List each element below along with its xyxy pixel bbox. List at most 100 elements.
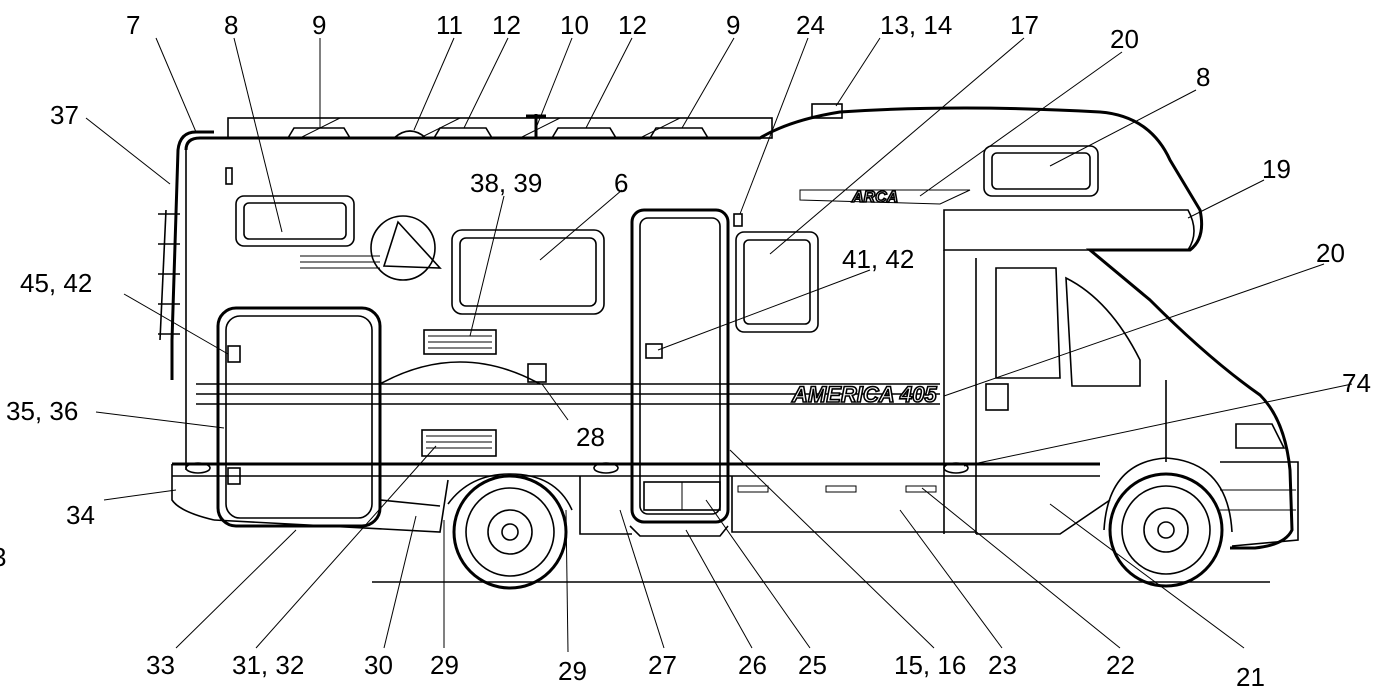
callout-13-14: 13, 14: [880, 10, 952, 40]
callout-23: 23: [988, 650, 1017, 680]
headlight: [1235, 423, 1286, 449]
america-decal: AMERICA 405: [791, 382, 937, 407]
roof-chimney: [811, 103, 843, 119]
callout-15-16: 15, 16: [894, 650, 966, 680]
rear-hub: [487, 509, 533, 555]
callout-19: 19: [1262, 154, 1291, 184]
rear-wheel: [452, 474, 568, 590]
callout-labels: 7 8 9 11 12 10 12 9 24 13, 14 17 20 8 37…: [0, 10, 1371, 690]
front-hub: [1143, 507, 1189, 553]
callout-12-rear-skylight: 12: [492, 10, 521, 40]
rear-window: [235, 195, 355, 247]
callout-11: 11: [436, 10, 463, 40]
callout-74: 74: [1342, 368, 1371, 398]
rear-bumper: [171, 464, 215, 521]
front-marker: [943, 462, 969, 474]
rack-strut: [519, 117, 561, 139]
front-wheel-arch: [1103, 457, 1233, 533]
skirt-vent-rear: [737, 485, 769, 493]
mid-skirt: [731, 476, 976, 533]
callout-33: 33: [146, 650, 175, 680]
lower-vent: [421, 429, 497, 457]
cab-handle: [985, 383, 1009, 411]
callout-27: 27: [648, 650, 677, 680]
body-outline: [184, 106, 1294, 550]
front-bumper: [1220, 461, 1299, 547]
callout-29-arch: 29: [430, 650, 459, 680]
callout-7: 7: [126, 10, 140, 40]
callout-8-overcab-window: 8: [1196, 62, 1210, 92]
ladder-rail: [159, 209, 167, 341]
cab-door-window: [995, 267, 1061, 379]
stripe-wave: [379, 361, 541, 385]
rear-locker-inner: [225, 315, 373, 519]
front-hub-center: [1157, 521, 1175, 539]
logo: [370, 215, 436, 281]
door-lock: [645, 343, 663, 359]
callout-8-rear-window: 8: [224, 10, 238, 40]
rear-ladder: [170, 130, 214, 380]
callout-22: 22: [1106, 650, 1135, 680]
rear-hub-center: [501, 523, 519, 541]
callout-20-arca: 20: [1110, 24, 1139, 54]
skirt-vent-mid: [825, 485, 857, 493]
roof-skylight-rear: [432, 127, 494, 139]
rear-skirt: [379, 499, 441, 507]
door-light: [733, 213, 743, 227]
skirt-vent: [905, 485, 937, 493]
callout-9-rear-vent: 9: [312, 10, 326, 40]
roof-hatch: [391, 130, 429, 139]
callout-28: 28: [576, 422, 605, 452]
callout-24: 24: [796, 10, 825, 40]
callout-21: 21: [1236, 662, 1265, 690]
locker-sill: [213, 479, 449, 533]
front-rim: [1121, 485, 1211, 575]
main-window: [451, 229, 605, 315]
callout-3-fragment: 3: [0, 542, 6, 572]
callout-12-front-skylight: 12: [618, 10, 647, 40]
arca-stripe: [799, 189, 971, 205]
overcab-window-pane: [991, 152, 1091, 190]
front-skirt: [976, 499, 1111, 535]
roof-skylight-front: [550, 127, 618, 139]
leader-lines: [85, 37, 1353, 653]
main-window-pane: [459, 237, 597, 307]
entry-door: [630, 208, 730, 524]
callout-10: 10: [560, 10, 589, 40]
rear-window-pane: [243, 202, 347, 240]
callout-29-wheel: 29: [558, 656, 587, 686]
callout-26: 26: [738, 650, 767, 680]
side-marker: [593, 462, 619, 474]
callout-38-39: 38, 39: [470, 168, 542, 198]
small-window: [735, 231, 819, 333]
callout-31-32: 31, 32: [232, 650, 304, 680]
callout-45-42: 45, 42: [20, 268, 92, 298]
side-skirt: [579, 476, 632, 535]
overcab-front: [943, 209, 1195, 251]
rear-marker: [185, 462, 211, 474]
callout-6: 6: [614, 168, 628, 198]
roof-vent-front: [648, 127, 710, 139]
callout-9-front-vent: 9: [726, 10, 740, 40]
callout-17: 17: [1010, 10, 1039, 40]
callout-30: 30: [364, 650, 393, 680]
fridge-vent: [423, 329, 497, 355]
rear-rim: [465, 487, 555, 577]
callout-37: 37: [50, 100, 79, 130]
entry-step: [629, 525, 729, 537]
small-window-pane: [743, 239, 811, 325]
rear-locker-door: [216, 306, 382, 528]
arca-stripe-text: ARCA: [851, 189, 898, 206]
callout-25: 25: [798, 650, 827, 680]
rear-wheel-arch: [447, 473, 573, 511]
callout-20-america: 20: [1316, 238, 1345, 268]
cab-front-window: [1065, 276, 1141, 387]
logo-triangle: [382, 220, 442, 269]
rear-light: [225, 167, 233, 185]
entry-door-inner: [639, 217, 721, 515]
callout-41-42: 41, 42: [842, 244, 914, 274]
callout-35-36: 35, 36: [6, 396, 78, 426]
callout-34: 34: [66, 500, 95, 530]
